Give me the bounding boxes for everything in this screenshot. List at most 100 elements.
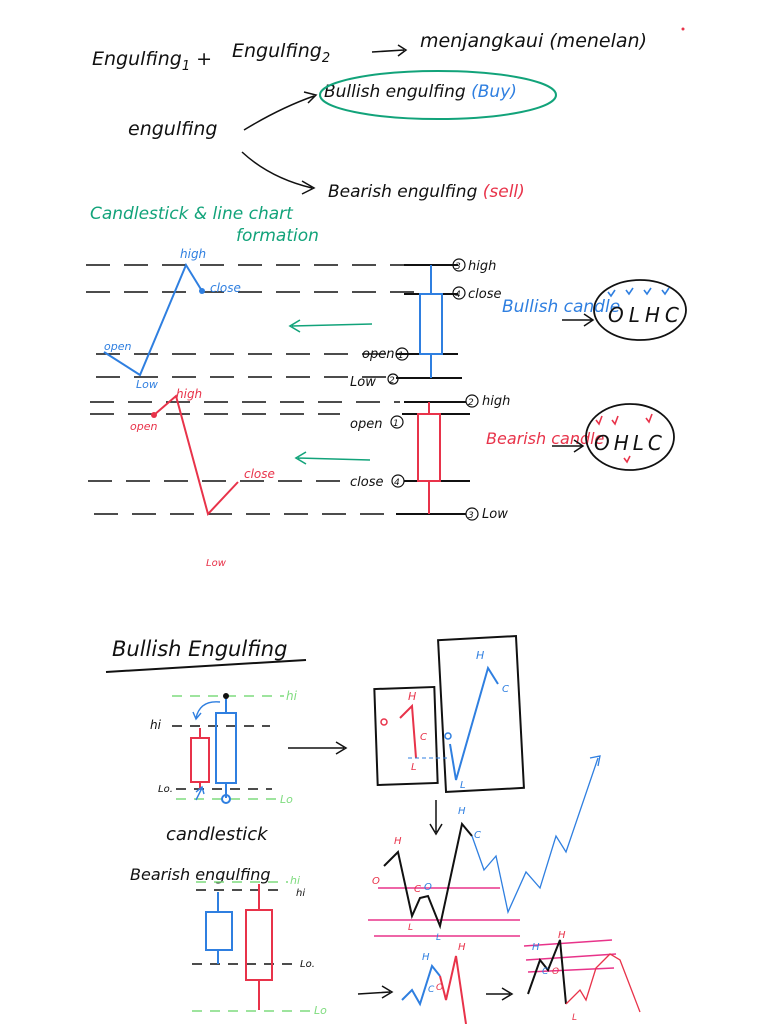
bull-w-o: O	[372, 876, 380, 887]
bull-w-c: C	[414, 884, 421, 895]
bull-w-l1: L	[408, 923, 413, 933]
bull-num-open: 1	[398, 351, 404, 361]
bear-candle-high: high	[482, 394, 510, 409]
bear-m-h: H	[422, 952, 430, 963]
bull-box2-line	[449, 665, 499, 781]
bear-r-c: C	[542, 967, 549, 977]
bull-box2-h: H	[476, 649, 484, 662]
bear-engulf-hi-green: hi	[290, 874, 300, 887]
bull-candle-high: high	[468, 259, 496, 274]
bear-r-h: H	[532, 942, 540, 953]
bull-candle-close: close	[468, 287, 501, 302]
bear-line-close: close	[244, 467, 275, 481]
bull-w-l2: L	[436, 933, 441, 943]
bear-engulf-candles	[205, 884, 273, 1010]
bull-candle-open: open	[362, 347, 394, 362]
bear-order-ellipse	[585, 403, 675, 471]
bear-m-line-blue	[401, 963, 441, 1007]
bear-top-levels	[523, 939, 617, 973]
bear-m-c: C	[428, 985, 435, 995]
bear-candle-markers	[390, 394, 479, 521]
bullish-highlight-ellipse	[319, 70, 557, 120]
bullish-title-underline	[105, 659, 307, 673]
bull-order-ellipse	[593, 279, 687, 341]
bearish-engulfing-label: Bearish engulfing (sell)	[328, 182, 525, 202]
bull-box1-l: L	[411, 762, 417, 773]
bull-engulf-hi-green: hi	[286, 689, 298, 703]
bull-w-h1: H	[394, 836, 402, 847]
bear-m-o: O	[436, 983, 443, 993]
bull-box1-line	[399, 703, 417, 759]
bear-dashed-levels	[88, 401, 400, 515]
bull-w-line	[383, 821, 473, 930]
formation-title-line2: formation	[236, 226, 319, 246]
bull-engulf-lo: Lo.	[158, 784, 173, 795]
bullish-section-title: Bullish Engulfing	[112, 637, 287, 661]
bull-num-close: 4	[455, 290, 461, 300]
bearish-candle-label: Bearish candle	[486, 429, 605, 448]
bull-dashed-levels	[86, 264, 420, 378]
bear-candle	[396, 401, 470, 515]
bull-engulf-candles	[190, 693, 237, 804]
bull-w-o2: O	[424, 882, 432, 893]
bull-engulf-arrow	[288, 741, 348, 755]
bull-w-levels	[368, 887, 520, 937]
bull-order-ticks	[607, 287, 670, 298]
bear-num-open: 1	[393, 419, 399, 429]
bear-num-low: 3	[468, 511, 474, 521]
bear-num-high: 2	[468, 398, 474, 408]
bull-zoom-box-1	[373, 685, 439, 787]
bull-line-open: open	[104, 340, 131, 353]
bear-open-dot	[151, 412, 157, 418]
bull-line-low: Low	[136, 378, 158, 391]
bear-line-open: open	[130, 420, 157, 433]
bear-top-line	[527, 939, 567, 1005]
bear-engulf-lo-green: Lo	[314, 1004, 327, 1017]
bear-order-ticks	[595, 413, 653, 464]
bear-line-chart	[153, 394, 239, 516]
bullish-candle-label: Bullish candle	[502, 297, 620, 317]
bull-num-low: 2	[389, 376, 395, 386]
bull-w-c2: C	[474, 830, 481, 841]
stray-red-dot	[681, 27, 685, 31]
bull-engulf-caption: candlestick	[166, 824, 269, 845]
bear-engulf-levels	[192, 881, 310, 1012]
engulfing-1-label: Engulfing1 +	[92, 48, 213, 74]
bull-line-chart	[103, 262, 203, 377]
bull-zoom-box-2	[437, 635, 525, 793]
bull-line-close: close	[210, 281, 241, 295]
bull-w-trend	[471, 755, 601, 915]
bear-engulf-arrow	[357, 985, 394, 999]
bear-r-h2: H	[558, 930, 566, 941]
bear-engulf-lo: Lo.	[300, 959, 315, 970]
arrow-to-bearish	[241, 151, 316, 195]
bear-r-o: O	[552, 967, 559, 977]
bear-num-close: 4	[394, 478, 400, 488]
bear-candle-low: Low	[482, 507, 508, 522]
bull-box2-l: L	[460, 780, 466, 791]
bear-order-text: OHLC	[594, 431, 666, 455]
bull-line-high: high	[180, 247, 206, 261]
bull-candle	[396, 264, 462, 379]
engulfing-2-label: Engulfing2	[232, 40, 331, 66]
bear-line-low: Low	[206, 558, 227, 569]
bull-box1-h: H	[408, 690, 416, 703]
arrow-to-bullish	[243, 91, 318, 131]
bull-green-arrow	[288, 319, 373, 333]
bear-top-trend	[565, 953, 641, 1013]
bull-candle-markers	[387, 258, 466, 385]
bear-green-arrow	[294, 451, 371, 465]
header-arrows	[241, 44, 557, 195]
bull-box1-c: C	[420, 732, 427, 743]
bull-down-arrow	[429, 800, 443, 836]
bull-order-text: OLHC	[608, 303, 684, 327]
bull-box2-c: C	[502, 684, 509, 695]
bull-order-arrow	[562, 313, 595, 327]
bullish-engulfing-label: Bullish engulfing (Buy)	[324, 82, 517, 102]
bearish-section-title: Bearish engulfing	[130, 865, 271, 884]
bull-num-high: 3	[455, 262, 461, 272]
bear-candle-open: open	[350, 417, 382, 432]
bull-close-dot	[199, 288, 205, 294]
bull-w-h2: H	[458, 806, 466, 817]
